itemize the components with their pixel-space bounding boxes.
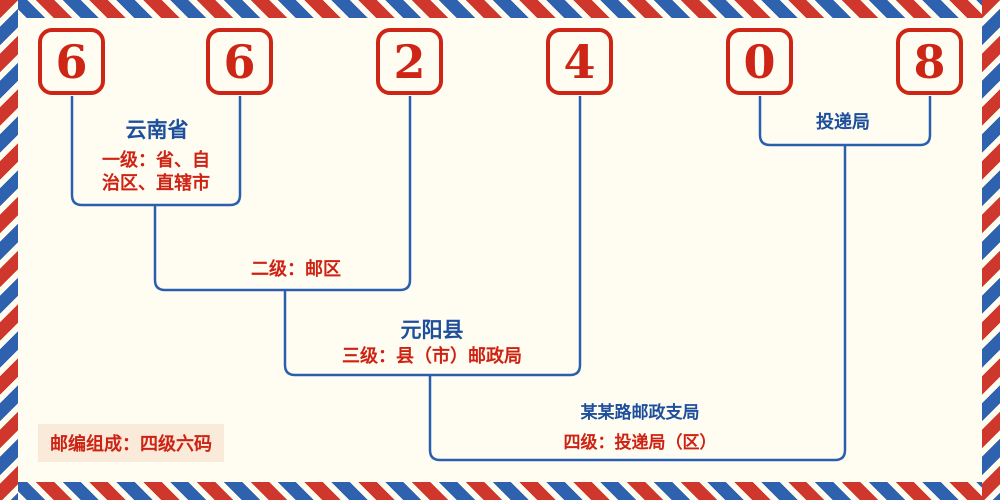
level4-office-label: 投递局 [816,112,870,133]
digit-box-4: 4 [546,28,613,95]
digit-box-2: 6 [206,28,273,95]
level1-region-label: 云南省 [125,118,189,142]
airmail-border-left [0,0,18,500]
digit-box-5: 0 [726,28,793,95]
digit-box-1: 6 [38,28,105,95]
digit-box-6: 8 [896,28,963,95]
footer-note: 邮编组成：四级六码 [38,424,224,462]
level1-desc-line2: 治区、直辖市 [102,173,210,194]
digit-box-3: 2 [376,28,443,95]
level2-desc-label: 二级：邮区 [251,259,341,280]
digit: 6 [55,34,88,89]
digit: 8 [913,34,946,89]
level3-desc-label: 三级：县（市）邮政局 [342,346,522,367]
level3-region-label: 元阳县 [400,318,464,342]
level4-branch-label: 某某路邮政支局 [580,403,700,423]
airmail-border-right [982,0,1000,500]
airmail-border-bottom [0,482,1000,500]
level4-desc-label: 四级：投递局（区） [563,433,717,453]
digit: 2 [393,34,426,89]
digit: 0 [743,34,776,89]
digit: 4 [563,34,596,89]
digit: 6 [223,34,256,89]
level1-desc-line1: 一级：省、自 [102,150,210,171]
airmail-border-top [0,0,1000,18]
